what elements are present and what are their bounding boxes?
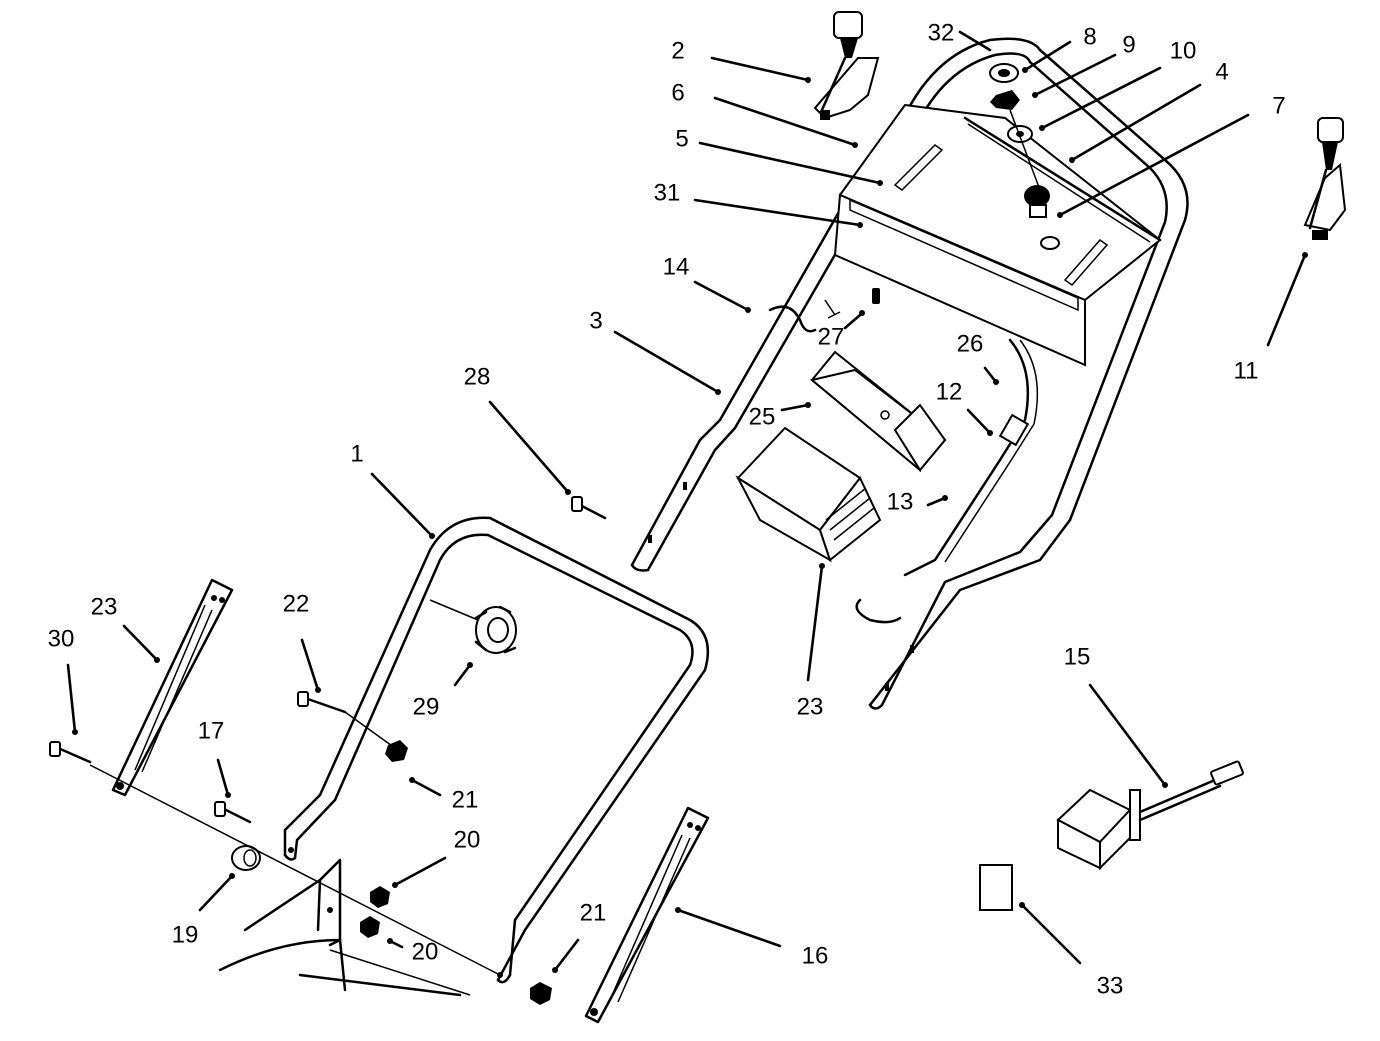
callout-23-left: 23 <box>91 593 118 620</box>
callout-1: 1 <box>350 440 363 467</box>
control-panel <box>824 103 1162 367</box>
callout-30: 30 <box>48 625 75 652</box>
decal <box>979 864 1013 911</box>
lever-2 <box>813 11 880 120</box>
callout-28: 28 <box>464 363 491 390</box>
ignition-switch-assembly <box>989 63 1060 250</box>
callout-2: 2 <box>671 37 684 64</box>
callout-17: 17 <box>198 717 225 744</box>
leader-lines <box>66 30 1307 972</box>
clip-lower <box>855 598 902 624</box>
callout-31: 31 <box>654 179 681 206</box>
leader-dots <box>72 67 1308 973</box>
lower-handle <box>283 516 710 984</box>
callout-27: 27 <box>818 323 845 350</box>
callout-6: 6 <box>671 79 684 106</box>
callout-20-upper: 20 <box>454 826 481 853</box>
callout-8: 8 <box>1083 23 1096 50</box>
callout-33: 33 <box>1097 972 1124 999</box>
callout-11: 11 <box>1234 357 1259 384</box>
tray <box>809 350 947 473</box>
callout-23-upper: 23 <box>797 693 824 720</box>
knob <box>474 605 517 654</box>
callout-20-lower: 20 <box>412 938 439 965</box>
link-right <box>584 806 710 1024</box>
callout-16: 16 <box>802 942 829 969</box>
callout-21-lower: 21 <box>580 899 607 926</box>
callout-14: 14 <box>663 253 690 280</box>
callout-25: 25 <box>749 403 776 430</box>
callout-12: 12 <box>936 378 963 405</box>
hardware <box>49 496 607 1005</box>
callout-7: 7 <box>1272 92 1285 119</box>
callout-10: 10 <box>1170 37 1197 64</box>
lever-11 <box>1303 117 1347 240</box>
callout-labels: 2 6 5 31 32 8 9 10 4 7 11 14 3 27 26 12 … <box>48 19 1286 999</box>
callout-26: 26 <box>957 330 984 357</box>
callout-19: 19 <box>172 921 199 948</box>
callout-22: 22 <box>283 590 310 617</box>
callout-32: 32 <box>928 19 955 46</box>
callout-21-upper: 21 <box>452 786 479 813</box>
clip <box>768 305 817 333</box>
callout-9: 9 <box>1122 31 1135 58</box>
switch-box <box>1056 760 1244 871</box>
mower-deck-bracket <box>218 858 471 997</box>
callout-13: 13 <box>887 488 914 515</box>
callout-15: 15 <box>1064 643 1091 670</box>
callout-3: 3 <box>589 307 602 334</box>
link-left <box>111 578 234 797</box>
callout-5: 5 <box>675 125 688 152</box>
callout-4: 4 <box>1215 58 1228 85</box>
box <box>735 426 882 563</box>
upper-handle <box>630 37 1189 710</box>
callout-29: 29 <box>413 693 440 720</box>
